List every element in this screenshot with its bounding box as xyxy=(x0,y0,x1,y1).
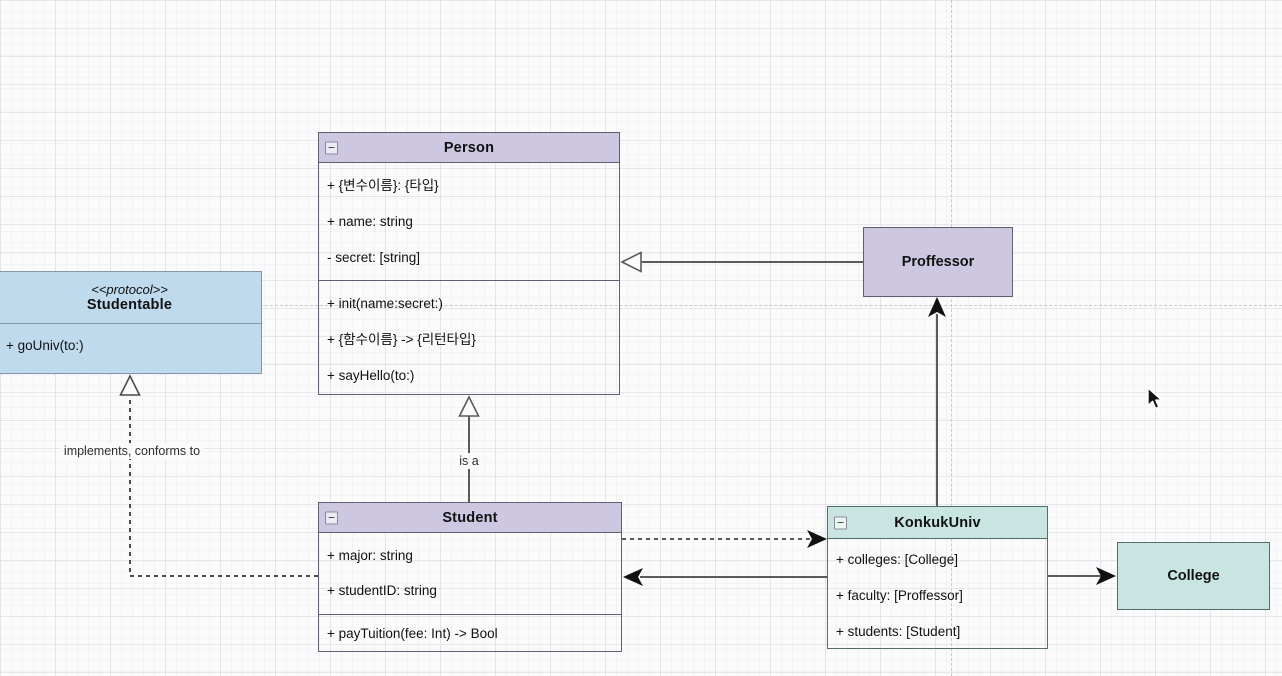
page-boundary-horizontal xyxy=(0,305,1282,306)
class-person-title: Person xyxy=(443,139,495,156)
method-row[interactable]: + sayHello(to:) xyxy=(327,368,415,383)
class-person-methods: + init(name:secret:) + {함수이름} -> {리턴타입} … xyxy=(319,280,619,395)
collapse-icon[interactable]: − xyxy=(325,511,338,524)
edge-label-is-a[interactable]: is a xyxy=(455,453,483,469)
class-studentable-title: Studentable xyxy=(86,297,173,313)
attribute-row[interactable]: + studentID: string xyxy=(327,583,437,598)
method-row[interactable]: + payTuition(fee: Int) -> Bool xyxy=(327,626,498,641)
class-studentable-header: <<protocol>> Studentable xyxy=(0,272,261,324)
class-studentable[interactable]: <<protocol>> Studentable + goUniv(to:) xyxy=(0,271,262,374)
class-student-header: − Student xyxy=(319,503,621,533)
class-student-methods: + payTuition(fee: Int) -> Bool xyxy=(319,614,621,652)
attribute-row[interactable]: + colleges: [College] xyxy=(836,552,958,567)
attribute-row[interactable]: + {변수이름}: {타입} xyxy=(327,178,439,193)
collapse-icon[interactable]: − xyxy=(834,516,847,529)
attribute-row[interactable]: + major: string xyxy=(327,548,413,563)
class-college[interactable]: College xyxy=(1117,542,1270,610)
page-boundary-vertical xyxy=(951,0,952,676)
class-student-title: Student xyxy=(442,509,498,526)
method-row[interactable]: + goUniv(to:) xyxy=(6,338,84,353)
class-person-attributes: + {변수이름}: {타입} + name: string - secret: … xyxy=(319,163,619,280)
attribute-row[interactable]: + faculty: [Proffessor] xyxy=(836,588,963,603)
edge-student-to-konkukuniv[interactable] xyxy=(622,530,827,548)
attribute-row[interactable]: - secret: [string] xyxy=(327,250,421,265)
edge-student-conforms-studentable[interactable] xyxy=(119,374,319,577)
class-college-title: College xyxy=(1167,568,1220,584)
class-student-attributes: + major: string + studentID: string xyxy=(319,533,621,614)
class-person-header: − Person xyxy=(319,133,619,163)
class-studentable-methods: + goUniv(to:) xyxy=(0,324,261,373)
class-konkukuniv[interactable]: − KonkukUniv + colleges: [College] + fac… xyxy=(827,506,1048,649)
mouse-cursor-icon xyxy=(1146,387,1166,418)
edge-student-inherits-person[interactable] xyxy=(458,395,480,502)
edge-konkukuniv-to-proffessor[interactable] xyxy=(928,297,946,506)
class-person[interactable]: − Person + {변수이름}: {타입} + name: string -… xyxy=(318,132,620,395)
attribute-row[interactable]: + students: [Student] xyxy=(836,624,961,639)
class-konkukuniv-title: KonkukUniv xyxy=(894,514,981,531)
method-row[interactable]: + init(name:secret:) xyxy=(327,296,443,311)
edge-label-implements[interactable]: implements, conforms to xyxy=(59,443,205,459)
edge-konkukuniv-to-college[interactable] xyxy=(1048,567,1116,585)
edge-konkukuniv-to-student[interactable] xyxy=(623,568,827,586)
class-konkukuniv-attributes: + colleges: [College] + faculty: [Proffe… xyxy=(828,539,1047,649)
collapse-icon[interactable]: − xyxy=(325,141,338,154)
edge-proffessor-inherits-person[interactable] xyxy=(620,251,863,273)
stereotype-label: <<protocol>> xyxy=(91,282,168,297)
class-proffessor-title: Proffessor xyxy=(901,254,975,270)
attribute-row[interactable]: + name: string xyxy=(327,214,413,229)
class-konkukuniv-header: − KonkukUniv xyxy=(828,507,1047,539)
method-row[interactable]: + {함수이름} -> {리턴타입} xyxy=(327,332,476,347)
class-student[interactable]: − Student + major: string + studentID: s… xyxy=(318,502,622,652)
class-proffessor[interactable]: Proffessor xyxy=(863,227,1013,297)
